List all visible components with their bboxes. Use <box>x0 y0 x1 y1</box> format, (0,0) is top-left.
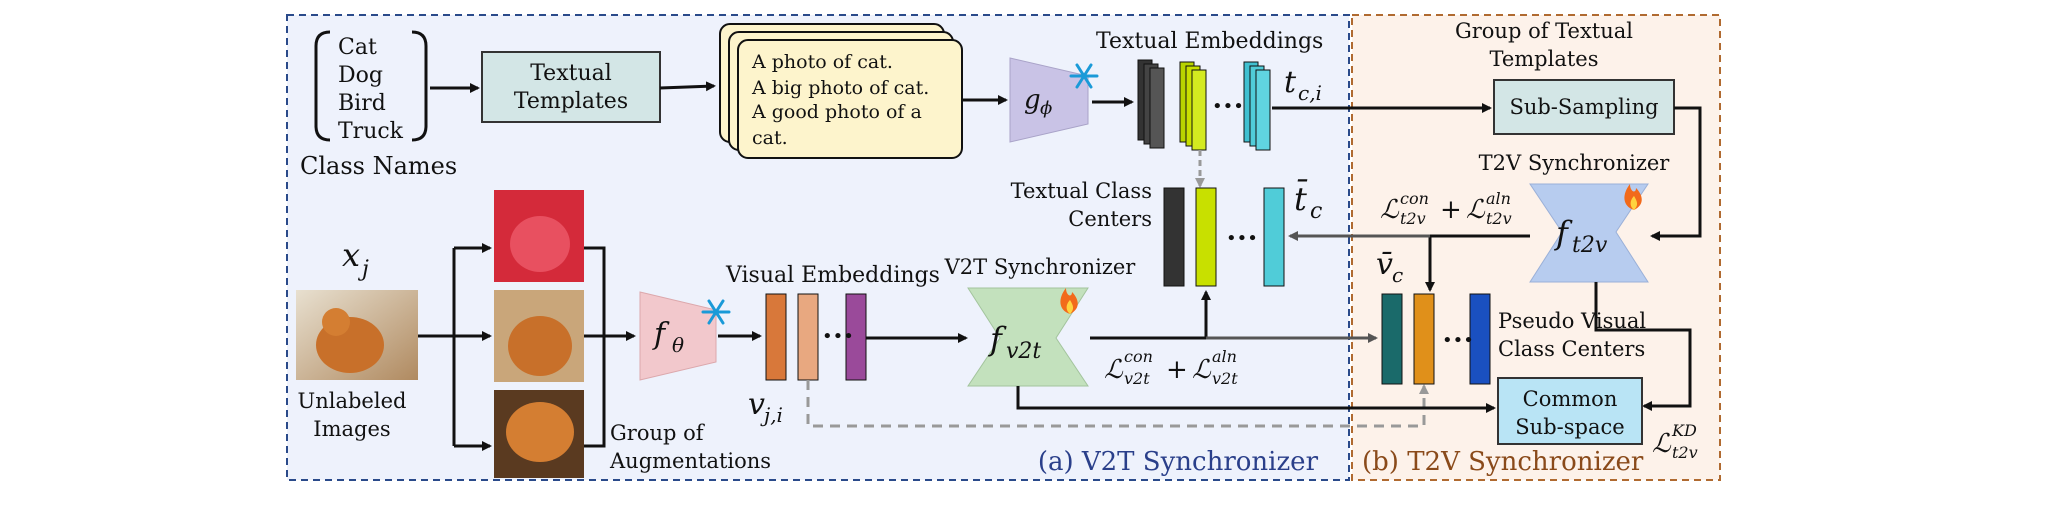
image-encoder-subscript: θ <box>672 333 684 357</box>
t2v-module <box>1529 183 1649 283</box>
textual-embeddings-label: Textual Embeddings <box>1096 29 1323 54</box>
loss-kd-L: ℒ <box>1652 429 1672 459</box>
right-bracket <box>411 30 428 142</box>
ellipsis: ••• <box>1226 228 1258 249</box>
fire-icon <box>1624 184 1642 210</box>
visual-embeddings <box>765 293 867 381</box>
v-ji-symbol: v <box>748 387 765 422</box>
augmentation-image <box>494 390 584 478</box>
textual-class-centers-line: Centers <box>1068 207 1152 231</box>
pseudo-visual-centers-line: Pseudo Visual <box>1498 309 1646 333</box>
loss-v2t-L: ℒ <box>1104 355 1124 385</box>
v-ji-subscript: j,i <box>760 403 783 427</box>
t2v-synchronizer-label: T2V Synchronizer <box>1479 151 1671 175</box>
t-ci-symbol: t <box>1284 65 1297 100</box>
class-name-item: Dog <box>338 63 383 88</box>
v2t-synchronizer-label: V2T Synchronizer <box>944 255 1137 279</box>
loss-t2v-sub: t2v <box>1400 209 1426 228</box>
textual-embeddings-stack <box>1137 59 1271 151</box>
t-bar-c-subscript: c <box>1310 199 1322 224</box>
loss-t2v-aln: aln <box>1486 189 1511 208</box>
loss-kd-sub: t2v <box>1672 443 1698 462</box>
ellipsis: ••• <box>822 326 854 347</box>
loss-v2t-L2: ℒ <box>1192 355 1212 385</box>
loss-t2v-sub2: t2v <box>1486 209 1512 228</box>
common-subspace-line: Common <box>1523 387 1618 411</box>
unlabeled-images-line: Images <box>313 417 390 441</box>
loss-t2v-con: con <box>1400 189 1429 208</box>
group-textual-templates-line: Group of Textual <box>1455 19 1633 43</box>
textual-templates-line: Templates <box>514 89 628 114</box>
loss-v2t-sub2: v2t <box>1212 369 1238 388</box>
unlabeled-images-line: Unlabeled <box>298 389 407 413</box>
textual-class-centers-line: Textual Class <box>1011 179 1152 203</box>
ellipsis: ••• <box>1212 96 1244 117</box>
prompt-line: A good photo of a <box>751 101 922 123</box>
loss-kd-sup: KD <box>1671 421 1697 440</box>
group-augmentations-line: Group of <box>610 421 706 445</box>
loss-v2t-con: con <box>1124 347 1153 366</box>
left-bracket <box>314 30 331 142</box>
class-name-item: Bird <box>338 91 386 116</box>
common-subspace-line: Sub-space <box>1515 415 1624 439</box>
f-v2t-subscript: v2t <box>1006 339 1041 364</box>
snowflake-icon <box>701 299 731 325</box>
t-ci-subscript: c,i <box>1298 81 1322 105</box>
x-j-symbol: x <box>342 236 360 274</box>
loss-v2t-sub: v2t <box>1124 369 1150 388</box>
loss-t2v-L2: ℒ <box>1466 195 1486 225</box>
visual-embeddings-label: Visual Embeddings <box>725 263 940 288</box>
fire-icon <box>1060 288 1078 314</box>
pseudo-visual-class-centers <box>1381 293 1491 385</box>
group-textual-templates-line: Templates <box>1489 47 1598 71</box>
ellipsis: ••• <box>1442 330 1474 351</box>
snowflake-icon <box>1069 63 1099 89</box>
textual-templates-box <box>481 51 661 123</box>
group-augmentations-line: Augmentations <box>609 449 771 473</box>
v2t-module <box>967 287 1089 387</box>
augmentation-image <box>494 190 584 282</box>
v-bar-c-symbol: v̄ <box>1376 247 1393 282</box>
f-t2v-subscript: t2v <box>1572 233 1608 258</box>
textual-class-centers <box>1163 187 1285 287</box>
image-encoder <box>639 291 717 381</box>
t-bar-c-symbol: t̄ <box>1294 179 1308 218</box>
sub-sampling-box <box>1493 79 1675 135</box>
class-names-caption: Class Names <box>300 152 457 180</box>
common-subspace-box <box>1497 377 1643 445</box>
prompt-line: A big photo of cat. <box>751 77 929 99</box>
text-encoder-symbol: g <box>1024 85 1041 115</box>
panel-b-title: (b) T2V Synchronizer <box>1362 447 1644 477</box>
prompt-line: A photo of cat. <box>751 51 893 73</box>
text-encoder <box>1009 57 1089 143</box>
class-name-item: Cat <box>338 35 377 60</box>
textual-templates-line: Textual <box>530 61 612 86</box>
loss-t2v-L: ℒ <box>1380 195 1400 225</box>
text-encoder-subscript: ϕ <box>1040 98 1052 119</box>
panel-a-title: (a) V2T Synchronizer <box>1038 447 1319 477</box>
class-name-item: Truck <box>338 119 404 144</box>
prompt-line: cat. <box>752 127 788 149</box>
loss-t2v-plus: + <box>1440 195 1462 225</box>
loss-v2t-aln: aln <box>1212 347 1237 366</box>
augmentation-image <box>494 290 584 382</box>
sub-sampling-label: Sub-Sampling <box>1509 95 1658 119</box>
loss-v2t-plus: + <box>1166 355 1188 385</box>
v-bar-c-subscript: c <box>1392 263 1403 287</box>
cat-image <box>296 290 418 380</box>
pseudo-visual-centers-line: Class Centers <box>1498 337 1645 361</box>
